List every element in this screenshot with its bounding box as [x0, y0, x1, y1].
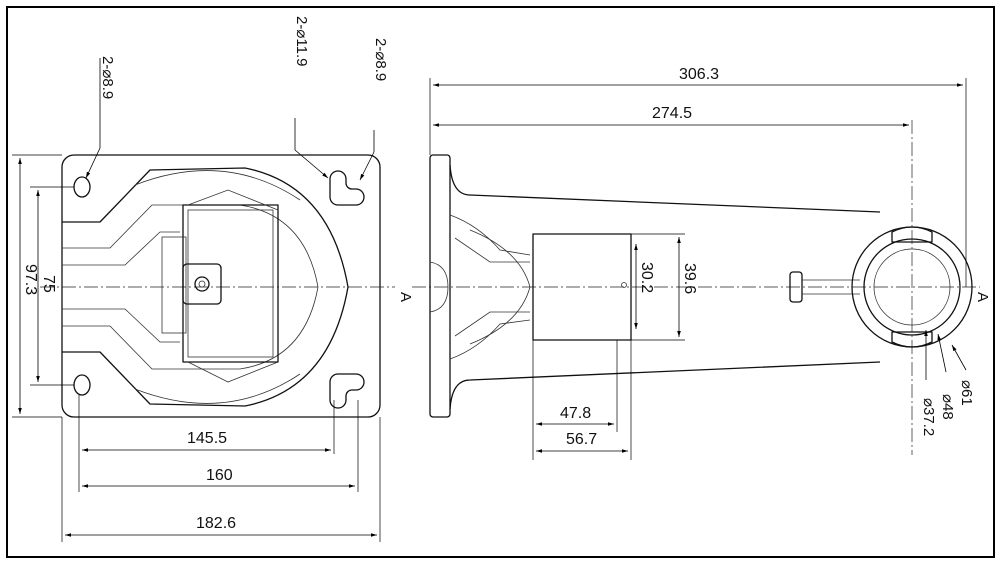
flange-plate	[429, 154, 451, 418]
lock-screw-core	[198, 280, 206, 288]
dim-width-inner: 145.5	[187, 430, 227, 447]
arm-upper-curve	[134, 170, 301, 201]
dim-block-b: 56.7	[566, 431, 597, 448]
slot-leader-small-2	[359, 151, 375, 181]
mount-block-tab	[161, 236, 187, 334]
section-label-left: A	[397, 292, 414, 302]
arm-body-rib	[62, 231, 180, 343]
hole-callout-small-left: 2-⌀8.9	[99, 56, 116, 99]
drawing-border	[6, 6, 995, 558]
lock-housing	[182, 263, 222, 305]
mounting-hole-top-left	[73, 176, 91, 198]
dim-length-center: 274.5	[652, 105, 692, 122]
flange-cutout	[429, 261, 449, 313]
ring-clip-bottom	[891, 331, 933, 348]
slot-leader-large-2	[294, 149, 329, 179]
dim-width-holes: 160	[206, 467, 233, 484]
side-pin	[789, 271, 803, 303]
arm-body-inner	[62, 204, 319, 370]
arm-body-outline	[62, 167, 349, 407]
mounting-hole-bottom-left	[73, 374, 91, 396]
left-view: 2-⌀8.9 97.3 75 145.5 160 182.6	[12, 56, 395, 542]
side-block	[532, 233, 632, 341]
dia-leader-mid	[937, 333, 947, 373]
dim-block-a: 47.8	[560, 405, 591, 422]
arm-side-inner	[449, 214, 531, 360]
arm-side-outline	[449, 164, 881, 410]
dia-inner: ⌀37.2	[920, 398, 937, 436]
mount-block-flap-bottom	[187, 361, 279, 383]
dia-leader-outer	[951, 344, 967, 371]
dim-block-height-a: 30.2	[638, 262, 655, 293]
mount-block-inner	[187, 209, 274, 358]
slot-callout-large: 2-⌀11.9	[293, 16, 310, 66]
dim-block-height-b: 39.6	[681, 263, 698, 294]
dim-height-total: 97.3	[22, 264, 39, 295]
slot-callout-small: 2-⌀8.9	[372, 38, 389, 81]
side-block-mark	[621, 282, 627, 288]
arm-lower-curve	[134, 373, 301, 404]
lock-screw	[194, 276, 210, 292]
dim-height-holes: 75	[40, 275, 57, 293]
dia-outer: ⌀61	[958, 380, 975, 406]
mounting-plate-outline	[61, 154, 381, 418]
right-view: A A 2-⌀11.9 2-⌀8.9 30	[293, 16, 991, 460]
hole-callout-leader-left-2	[85, 147, 101, 179]
dim-length-total: 306.3	[679, 66, 719, 83]
mounting-slot-top-right	[329, 170, 365, 206]
dim-width-total: 182.6	[196, 515, 236, 532]
arm-side-rib-2	[469, 229, 531, 345]
mount-block-flap	[187, 189, 279, 211]
dia-mid: ⌀48	[939, 394, 956, 420]
ring-clip-top	[891, 226, 933, 243]
mount-block	[182, 204, 279, 363]
section-label-right: A	[974, 292, 991, 302]
mounting-slot-bottom-right	[329, 373, 365, 409]
